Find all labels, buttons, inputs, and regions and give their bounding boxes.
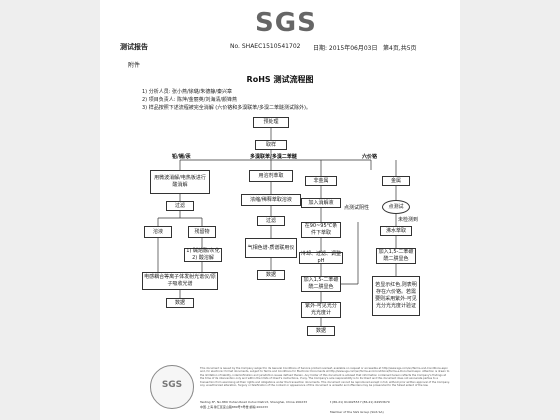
step-solution: 溶液 [144, 226, 172, 238]
note-1: 1) 分析人员: 张小燕/徐璐/朱德静/秦兴章 [142, 89, 233, 95]
step-spot-test: 点测试 [382, 200, 410, 214]
attachment-label: 附件 [128, 62, 141, 69]
step-concentrate: 浓缩/稀释萃取溶液 [241, 194, 301, 206]
footer-address-en: Testing 3F, No.889 Yishan Road Xuhui Dis… [200, 400, 308, 404]
step-heat-extraction: 在90~95℃条件下萃取 [301, 222, 341, 238]
data-output-2: 数据 [257, 270, 285, 280]
step-icp-aas: 电感耦合等离子体发射光谱仪/原子吸收光谱 [142, 272, 218, 290]
step-acid-digestion: 用微波消解/电热板进行酸消解 [150, 170, 210, 194]
footer-fine-print: This document is issued by the Company s… [200, 367, 450, 388]
step-solvent-extraction: 用溶剂萃取 [249, 170, 293, 182]
data-output-1: 数据 [166, 298, 194, 308]
step-uv-vis: 紫外-可见光分光光度计 [301, 302, 341, 318]
step-positive-verification: 若显示红色,则表明存在六价铬。若需要则采用紫外-可见光分光光度计验证 [372, 276, 420, 316]
branch-chromium: 六价铬 [362, 154, 378, 160]
page-number: 第4页,共5页 [383, 45, 417, 52]
sgs-logo: SGS [255, 8, 317, 38]
report-title: 测试报告 [120, 43, 148, 51]
step-add-dpc-metal: 加入1,5-二苯碳酰二肼显色 [376, 248, 416, 264]
branch-pbb-pbde: 多溴联苯/多溴二苯醚 [250, 154, 297, 160]
note-3: 3) 样品按照下述流程被完全消解 (六价铬和多溴联苯/多溴二苯醚测试除外)。 [142, 105, 311, 111]
report-date: 日期: 2015年06月03日 [313, 45, 378, 52]
footer-member: Member of the SGS Group (SGS SA) [330, 410, 384, 414]
step-add-dpc: 加入1,5-二苯碳酰二肼显色 [301, 276, 341, 292]
step-residue: 残留物 [188, 226, 216, 238]
report-page: SGS 测试报告 No. SHAEC1510541702 日期: 2015年06… [100, 0, 460, 420]
label-spot-negative: 点测试阴性 [344, 205, 370, 211]
footer-phone: t (86-21) 61402553 f (86-21) 64953679 [330, 400, 390, 404]
document-title: RoHS 测试流程图 [246, 75, 314, 84]
step-pretreatment: 预处理 [253, 117, 289, 128]
sgs-seal: SGS [150, 365, 194, 409]
step-filter-2: 过滤 [257, 216, 285, 226]
note-2: 2) 项目负责人: 陈萍/金丽英/刘海清/颜锋燕 [142, 97, 238, 103]
report-number: No. SHAEC1510541702 [230, 43, 301, 50]
step-alkali-fusion: 1) 碱熔融/灰化 2) 酸溶解 [184, 248, 222, 262]
label-undetected: 未检测到 [398, 217, 419, 223]
notes: 1) 分析人员: 张小燕/徐璐/朱德静/秦兴章 2) 项目负责人: 陈萍/金丽英… [142, 88, 311, 112]
step-nonmetal: 非金属 [305, 176, 337, 186]
step-boiling-water-extraction: 沸水萃取 [380, 226, 412, 236]
step-add-digestion-solution: 加入消解液 [301, 198, 341, 208]
step-filter-1: 过滤 [166, 201, 194, 211]
branch-heavy-metals: 铅/镉/汞 [172, 154, 191, 160]
data-output-3: 数据 [307, 326, 335, 336]
step-gcms: 气相色谱-质谱联用仪 [245, 238, 297, 258]
step-metal: 金属 [382, 176, 410, 186]
step-cool-filter-ph: 冷却、过滤、调整 pH [299, 251, 343, 264]
footer-address-cn: 中国·上海·徐汇区宜山路889号3号楼 邮编:200233 [200, 405, 268, 409]
step-sampling: 取样 [255, 140, 287, 150]
